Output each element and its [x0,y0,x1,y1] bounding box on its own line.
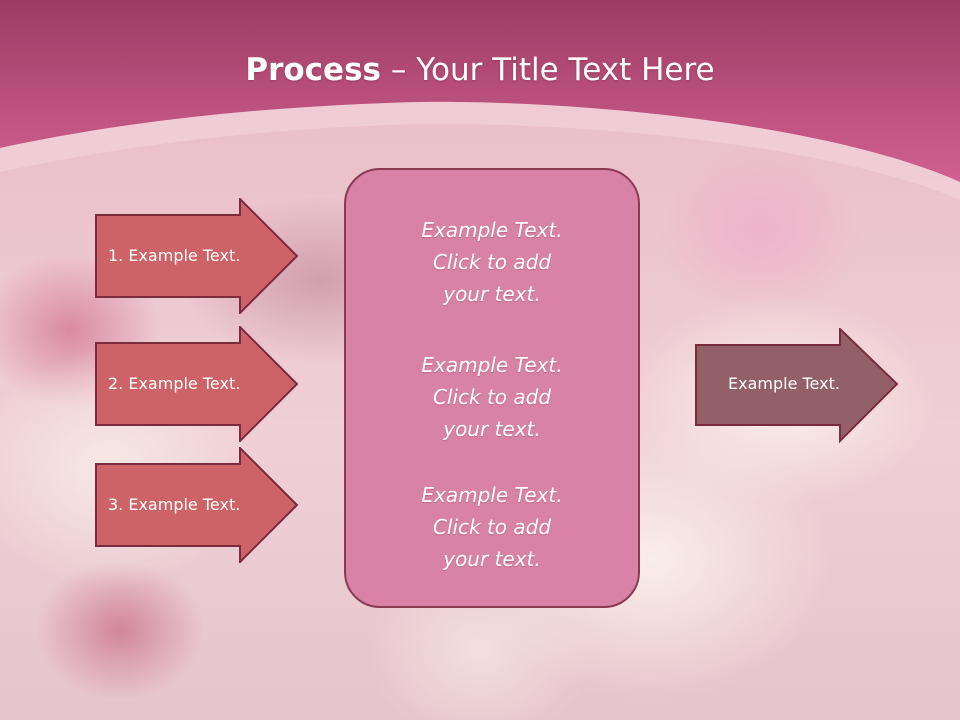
left-arrow-2[interactable]: 2. Example Text. [95,326,299,442]
center-block-3: Example Text. Click to add your text. [346,479,638,575]
arrow-shape-icon [95,198,299,314]
arrow-shape-icon [695,328,899,444]
left-arrow-1[interactable]: 1. Example Text. [95,198,299,314]
arrow-shape-icon [95,326,299,442]
center-text-box[interactable]: Example Text. Click to add your text. Ex… [344,168,640,608]
center-block-1-line1: Example Text. [421,218,563,242]
arrow-shape-icon [95,447,299,563]
left-arrow-2-label: 2. Example Text. [108,374,241,393]
center-block-1-line2: Click to add [432,250,552,274]
title-rest: – Your Title Text Here [381,52,715,88]
center-block-3-line3: your text. [443,547,541,571]
left-arrow-3-label: 3. Example Text. [108,495,241,514]
right-arrow[interactable]: Example Text. [695,328,899,444]
center-block-2-line1: Example Text. [421,353,563,377]
left-arrow-1-label: 1. Example Text. [108,246,241,265]
center-block-2-line3: your text. [443,417,541,441]
left-arrow-3[interactable]: 3. Example Text. [95,447,299,563]
center-block-3-line1: Example Text. [421,483,563,507]
center-block-2: Example Text. Click to add your text. [346,349,638,445]
center-block-1-line3: your text. [443,282,541,306]
center-block-3-line2: Click to add [432,515,552,539]
center-block-1: Example Text. Click to add your text. [346,214,638,310]
center-block-2-line2: Click to add [432,385,552,409]
right-arrow-label: Example Text. [728,374,840,393]
title-bold: Process [245,52,381,88]
page-title: Process – Your Title Text Here [0,52,960,88]
